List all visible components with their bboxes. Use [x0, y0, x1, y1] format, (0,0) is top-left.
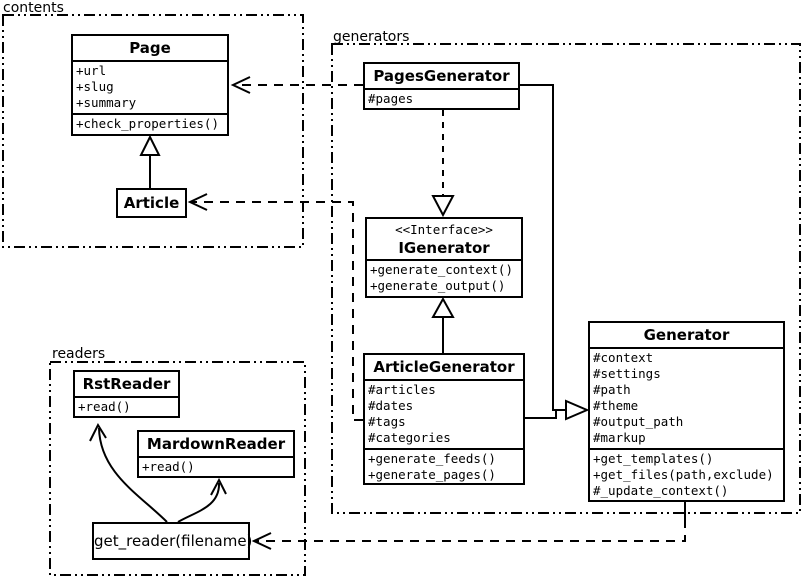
- class-page-attributes: +url +slug +summary: [73, 60, 227, 113]
- attribute: #tags: [368, 414, 406, 429]
- class-rstreader-title: RstReader: [82, 375, 171, 393]
- method: +get_files(path,exclude): [593, 467, 774, 482]
- class-igenerator-header: <<Interface>> IGenerator: [367, 219, 521, 259]
- method: +get_templates(): [593, 451, 714, 466]
- attribute: #pages: [368, 91, 414, 106]
- class-articlegenerator-attributes: #articles #dates #tags #categories: [365, 379, 523, 448]
- class-pagesgenerator-attributes: #pages: [365, 88, 518, 108]
- class-mardownreader-methods: +read(): [139, 456, 293, 476]
- articlegenerator-article-dependency-line: [192, 201, 363, 421]
- class-igenerator: <<Interface>> IGenerator +generate_conte…: [365, 217, 523, 298]
- readers-package-border: [49, 361, 306, 576]
- attribute: +summary: [76, 95, 137, 110]
- attribute: #categories: [368, 430, 451, 445]
- class-articlegenerator-methods: +generate_feeds() +generate_pages(): [365, 448, 523, 483]
- rstreader-arrowhead-icon: [89, 422, 107, 442]
- readers-package-label: readers: [52, 346, 106, 362]
- getreader-rstreader-arrow-line: [98, 427, 168, 523]
- generator-triangle-icon: [565, 399, 590, 421]
- attribute: #settings: [593, 366, 661, 381]
- attribute: #articles: [368, 382, 436, 397]
- contents-package-label: contents: [3, 0, 64, 16]
- class-articlegenerator-title: ArticleGenerator: [373, 358, 515, 376]
- article-arrowhead-icon: [187, 193, 208, 211]
- class-page-methods: +check_properties(): [73, 113, 227, 134]
- method: +check_properties(): [76, 116, 219, 131]
- contents-package-border: [2, 14, 304, 248]
- class-pagesgenerator: PagesGenerator #pages: [363, 62, 520, 110]
- articlegenerator-generator-generalization-line: [525, 410, 557, 419]
- class-generator-methods: +get_templates() +get_files(path,exclude…: [590, 448, 783, 500]
- articlegenerator-igenerator-triangle-icon: [431, 296, 455, 318]
- class-page: Page +url +slug +summary +check_properti…: [71, 34, 229, 136]
- class-pagesgenerator-title: PagesGenerator: [373, 67, 510, 85]
- get-reader-box: get_reader(filename): [92, 522, 252, 560]
- pagesgenerator-generator-generalization-line: [520, 84, 566, 411]
- class-generator: Generator #context #settings #path #them…: [588, 321, 785, 502]
- method: +generate_pages(): [368, 467, 496, 482]
- attribute: #theme: [593, 398, 639, 413]
- method: #_update_context(): [593, 483, 729, 498]
- attribute: #output_path: [593, 414, 684, 429]
- article-page-triangle-icon: [139, 134, 161, 156]
- class-generator-attributes: #context #settings #path #theme #output_…: [590, 347, 783, 448]
- method: +read(): [78, 399, 131, 414]
- generators-package-label: generators: [333, 29, 410, 45]
- generator-getreader-dependency-line: [256, 519, 686, 542]
- class-articlegenerator: ArticleGenerator #articles #dates #tags …: [363, 353, 525, 485]
- page-arrowhead-icon: [230, 76, 251, 94]
- getreader-arrowhead-icon: [251, 532, 272, 550]
- class-igenerator-methods: +generate_context() +generate_output(): [367, 259, 521, 296]
- mardownreader-arrowhead-icon: [210, 477, 227, 496]
- pagesgenerator-igenerator-triangle-icon: [431, 195, 455, 218]
- getreader-mardownreader-arrow-line: [177, 482, 221, 523]
- interface-stereotype: <<Interface>>: [395, 222, 493, 237]
- attribute: +slug: [76, 79, 114, 94]
- class-generator-title: Generator: [643, 326, 730, 344]
- class-article-title: Article: [123, 194, 180, 212]
- attribute: #context: [593, 350, 654, 365]
- class-igenerator-title: IGenerator: [398, 239, 490, 257]
- class-rstreader-methods: +read(): [75, 396, 178, 416]
- class-mardownreader: MardownReader +read(): [137, 430, 295, 478]
- attribute: #dates: [368, 398, 414, 413]
- class-page-title: Page: [129, 39, 171, 57]
- class-mardownreader-title: MardownReader: [146, 435, 286, 453]
- method: +generate_feeds(): [368, 451, 496, 466]
- method: +read(): [142, 459, 195, 474]
- method: +generate_context(): [370, 262, 513, 277]
- generators-package-border: [331, 43, 801, 514]
- attribute: #path: [593, 382, 631, 397]
- class-rstreader: RstReader +read(): [73, 370, 180, 418]
- method: +generate_output(): [370, 278, 506, 293]
- attribute: +url: [76, 63, 107, 78]
- attribute: #markup: [593, 430, 646, 445]
- class-article: Article: [116, 188, 187, 218]
